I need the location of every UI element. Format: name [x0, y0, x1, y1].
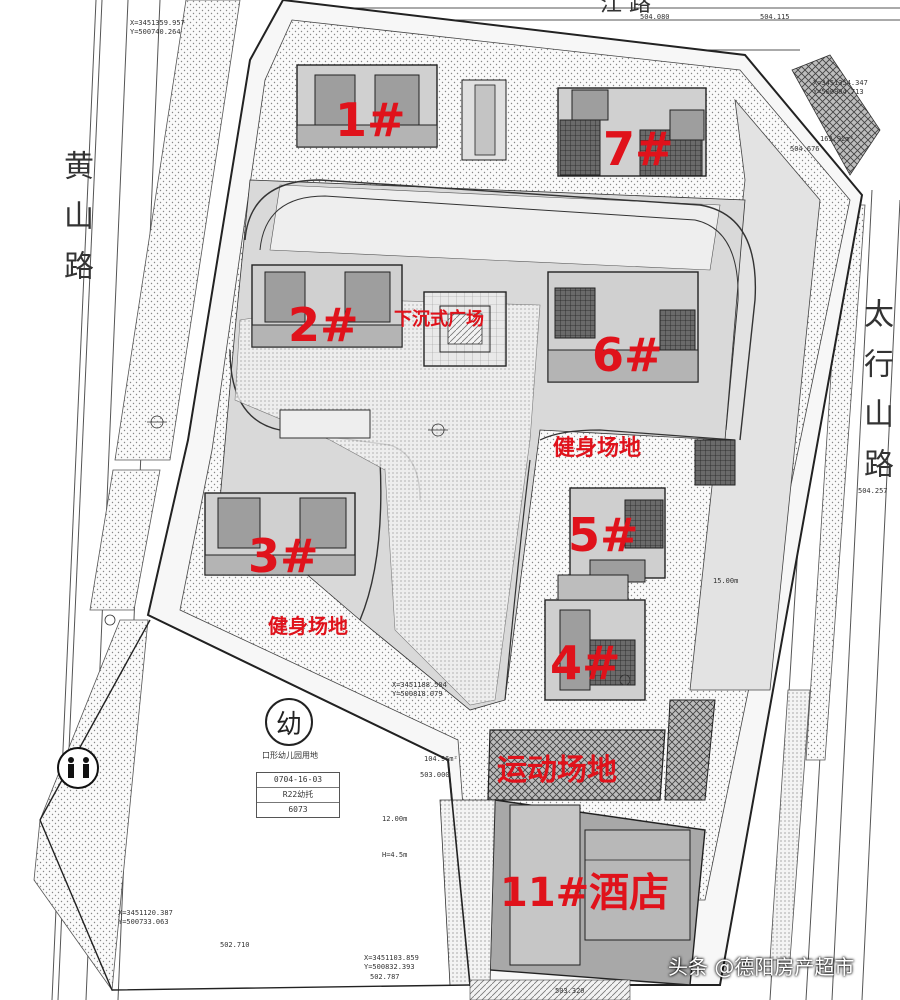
building-11-footprint: [489, 799, 706, 986]
west-road-label: 黄山路: [58, 150, 93, 300]
building-5-label: 5#: [568, 508, 639, 562]
coord-label: X=3451188.504: [392, 681, 447, 689]
coord-label: X=3451354.347: [813, 79, 868, 87]
sports-ground-label: 运动场地: [497, 753, 617, 788]
dimension-label: H=4.5m: [382, 851, 408, 859]
dimension-label: 15.00m: [713, 577, 739, 585]
elevation-label: 504.080: [640, 13, 670, 21]
coord-label: Y=500733.063: [118, 918, 169, 926]
elevation-label: 502.787: [370, 973, 400, 981]
kindergarten-table-row: 0704-16-03: [257, 773, 339, 788]
building-1-label: 1#: [335, 93, 406, 147]
kindergarten-icon: 幼: [265, 698, 313, 746]
building-7-footprint: [557, 87, 707, 177]
coord-label: X=3451120.387: [118, 909, 173, 917]
sunken-plaza: [423, 291, 507, 367]
building-2-label: 2#: [288, 298, 359, 352]
coord-label: Y=500818.079: [392, 690, 443, 698]
building-11-label: 11#酒店: [500, 870, 670, 916]
kindergarten-table: 0704-16-03 R22幼托 6073: [256, 772, 340, 818]
dimension-label: 12.00m: [382, 815, 408, 823]
building-5-footprint: [569, 487, 666, 583]
elevation-label: 503.320: [555, 987, 585, 995]
fitness-area-label-upper: 健身场地: [553, 436, 642, 461]
kindergarten-table-row: R22幼托: [257, 788, 339, 803]
building-3-footprint: [204, 492, 356, 576]
fitness-area-label-lower: 健身场地: [268, 614, 348, 638]
building-1-footprint: [296, 64, 438, 148]
north-road-label: 江 路: [600, 0, 651, 17]
kindergarten-table-row: 6073: [288, 805, 308, 814]
coord-label: Y=500904.713: [813, 88, 864, 96]
watermark: 头条 @德阳房产超市: [668, 955, 855, 979]
elevation-label: 504.115: [760, 13, 790, 21]
elevation-label: 504.676: [790, 145, 820, 153]
east-road-label: 太行山路: [858, 298, 893, 498]
sunken-plaza-label: 下沉式广场: [394, 309, 484, 330]
building-6-label: 6#: [592, 328, 663, 382]
elevation-label: 504.257: [858, 487, 888, 495]
building-6-footprint: [547, 271, 699, 383]
coord-label: Y=500832.393: [364, 963, 415, 971]
kindergarten-caption: 口形幼儿园用地: [262, 751, 318, 760]
building-7-label: 7#: [603, 122, 674, 176]
building-4-label: 4#: [550, 636, 621, 690]
area-label: 104.96m²: [424, 755, 458, 763]
elevation-label: 503.000: [420, 771, 450, 779]
coord-label: X=3451359.957: [130, 19, 185, 27]
coord-label: Y=500740.264: [130, 28, 181, 36]
elevation-label: 502.710: [220, 941, 250, 949]
building-2-footprint: [251, 264, 403, 348]
pedestrian-sign-icon: [57, 747, 99, 789]
building-3-label: 3#: [248, 529, 319, 583]
sports-ground: [487, 699, 716, 801]
coord-label: X=3451103.859: [364, 954, 419, 962]
area-label: 163.92m²: [820, 135, 854, 143]
